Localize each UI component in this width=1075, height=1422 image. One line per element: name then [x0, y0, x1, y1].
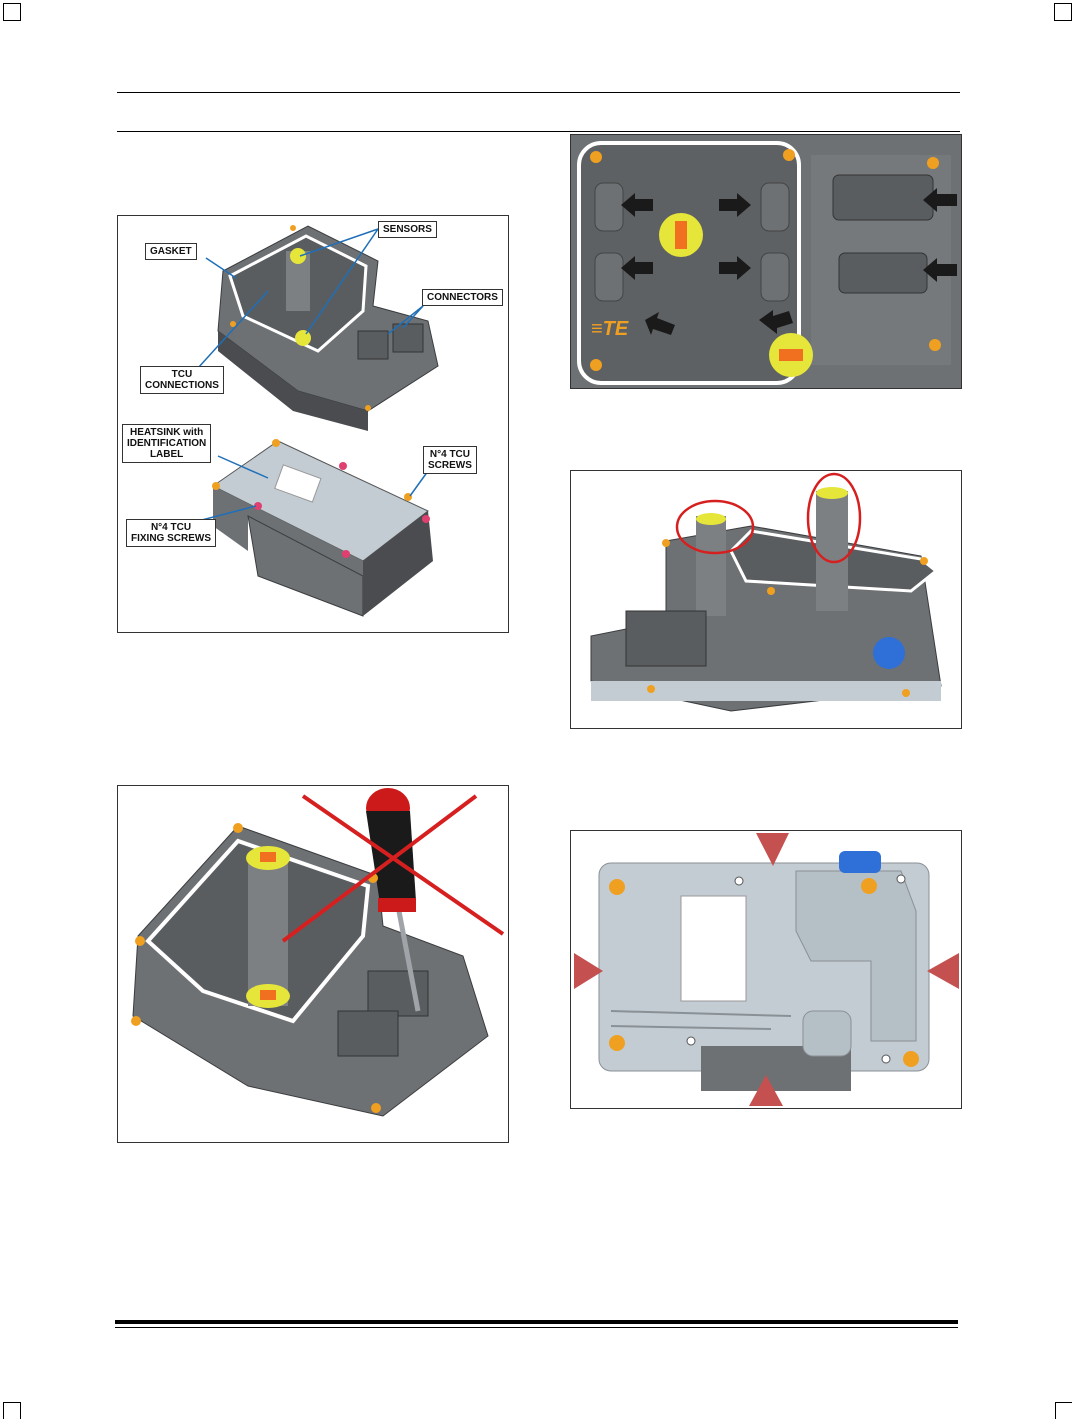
tcu-components-illustration [197, 225, 439, 617]
crop-mark-top-left [3, 3, 21, 21]
crop-mark-top-right [1054, 3, 1072, 21]
callout-heatsink: HEATSINK with IDENTIFICATION LABEL [122, 424, 212, 463]
crop-mark-bottom-left [3, 1402, 21, 1419]
footer-rule-thick [115, 1320, 958, 1324]
figure-top-view-connectors: ≡TE [570, 134, 962, 389]
te-logo: ≡TE [591, 318, 629, 340]
footer-rule-thin [115, 1327, 958, 1328]
callout-sensors: SENSORS [378, 221, 437, 238]
callout-connectors: CONNECTORS [422, 289, 503, 306]
figure-housing-sensors-circled [570, 470, 962, 729]
callout-fixing-screws: N°4 TCU FIXING SCREWS [126, 519, 217, 547]
header-rule-bottom [117, 131, 960, 132]
screwdriver-prohibited-illustration [131, 788, 505, 1117]
figure-heatsink-markers [570, 830, 962, 1109]
callout-tcu-screws: N°4 TCU SCREWS [423, 446, 477, 474]
figure-screwdriver-prohibited [117, 785, 509, 1143]
crop-mark-bottom-right [1055, 1402, 1072, 1419]
callout-gasket: GASKET [145, 243, 197, 260]
housing-sensors-illustration [590, 472, 942, 712]
heatsink-markers-illustration [574, 833, 959, 1106]
callout-tcu-connections: TCU CONNECTIONS [140, 366, 224, 394]
top-view-illustration: ≡TE [571, 135, 961, 388]
header-rule-top [117, 92, 960, 93]
figure-tcu-components: GASKET SENSORS CONNECTORS TCU CONNECTION… [117, 215, 509, 633]
